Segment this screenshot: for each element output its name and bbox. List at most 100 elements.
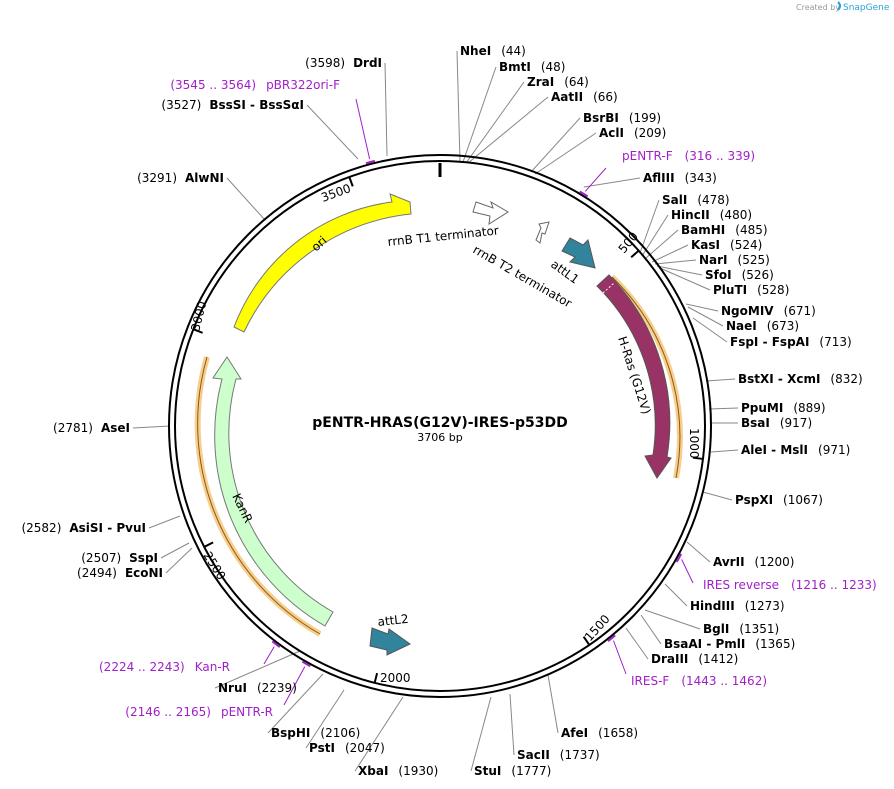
enzyme-site[interactable]: SacII(1737) bbox=[517, 748, 600, 762]
enzyme-site[interactable]: NgoMIV(671) bbox=[721, 304, 816, 318]
enzyme-site[interactable]: PspXI(1067) bbox=[735, 493, 823, 507]
enzyme-leader bbox=[456, 50, 461, 163]
primer-site[interactable]: pENTR-F (316 .. 339) bbox=[622, 149, 755, 163]
enzyme-site[interactable]: BsrBI(199) bbox=[583, 111, 661, 125]
enzyme-name: AflIII bbox=[643, 171, 675, 185]
feature-kanr[interactable]: KanR bbox=[212, 356, 334, 627]
enzyme-site[interactable]: ZraI(64) bbox=[527, 75, 589, 89]
enzyme-site[interactable]: BssSI - BssSαI(3527) bbox=[161, 98, 304, 112]
enzyme-name: XbaI bbox=[358, 764, 388, 778]
primer-name: pENTR-F bbox=[622, 149, 673, 163]
enzyme-leader bbox=[306, 104, 359, 160]
enzyme-leader bbox=[160, 542, 190, 559]
rrnb-t1-arrow bbox=[472, 200, 509, 225]
enzyme-name: KasI bbox=[691, 238, 720, 252]
enzyme-site[interactable]: BstXI - XcmI(832) bbox=[738, 372, 863, 386]
enzyme-leader bbox=[226, 177, 266, 221]
enzyme-site[interactable]: AclI(209) bbox=[599, 126, 666, 140]
primer-site[interactable]: pBR322ori-F(3545 .. 3564) bbox=[170, 78, 340, 92]
enzyme-site[interactable]: NarI(525) bbox=[699, 253, 770, 267]
enzyme-site[interactable]: AvrII(1200) bbox=[713, 555, 794, 569]
enzyme-site[interactable]: AatII(66) bbox=[551, 90, 618, 104]
enzyme-site[interactable]: BglI (1351) bbox=[703, 622, 779, 636]
feature-attl1[interactable]: attL1 bbox=[548, 237, 596, 287]
backbone-outer bbox=[168, 154, 712, 698]
tick-label: 2500 bbox=[200, 549, 228, 582]
enzyme-site[interactable]: KasI(524) bbox=[691, 238, 762, 252]
enzyme-site[interactable]: PluTI(528) bbox=[713, 283, 789, 297]
primer-site[interactable]: Kan-R(2224 .. 2243) bbox=[99, 660, 230, 674]
enzyme-site[interactable]: SalI(478) bbox=[662, 193, 730, 207]
enzyme-site[interactable]: DraIII(1412) bbox=[651, 652, 738, 666]
tick-mark bbox=[692, 456, 704, 460]
enzyme-leader bbox=[305, 689, 345, 749]
enzyme-leader bbox=[625, 627, 649, 660]
attl1-arrow bbox=[561, 237, 596, 269]
enzyme-name: HincII bbox=[671, 208, 710, 222]
enzyme-site[interactable]: XbaI(1930) bbox=[358, 764, 438, 778]
enzyme-site[interactable]: DrdI(3598) bbox=[305, 56, 382, 70]
enzyme-position: (2507) bbox=[81, 551, 121, 565]
enzyme-site[interactable]: PpuMI(889) bbox=[741, 401, 826, 415]
plasmid-name: pENTR-HRAS(G12V)-IRES-p53DD bbox=[312, 415, 567, 431]
enzyme-position: (1777) bbox=[511, 764, 551, 778]
enzyme-site[interactable]: BmtI(48) bbox=[499, 60, 566, 74]
primer-site[interactable]: pENTR-R(2146 .. 2165) bbox=[125, 705, 273, 719]
tick-mark bbox=[373, 672, 379, 684]
enzyme-leader bbox=[659, 267, 711, 291]
enzyme-name: BspHI bbox=[271, 726, 310, 740]
enzyme-site[interactable]: AseI(2781) bbox=[53, 421, 130, 435]
enzyme-site[interactable]: StuI(1777) bbox=[474, 764, 551, 778]
enzyme-site[interactable]: HincII(480) bbox=[671, 208, 752, 222]
primer-site[interactable]: IRES reverse(1216 .. 1233) bbox=[703, 578, 877, 592]
primer-leader bbox=[681, 559, 694, 584]
enzyme-site[interactable]: NaeI(673) bbox=[726, 319, 799, 333]
enzyme-leader bbox=[645, 229, 679, 259]
enzyme-leader bbox=[465, 81, 525, 164]
enzyme-site[interactable]: BspHI(2106) bbox=[271, 726, 360, 740]
primer-range: (316 .. 339) bbox=[685, 149, 755, 163]
enzyme-site[interactable]: FspI - FspAI(713) bbox=[730, 335, 852, 349]
enzyme-leader bbox=[656, 265, 703, 276]
primer-site[interactable]: IRES-F(1443 .. 1462) bbox=[631, 674, 767, 688]
enzyme-site[interactable]: HindIII(1273) bbox=[690, 599, 785, 613]
enzyme-name: SacII bbox=[517, 748, 550, 762]
enzyme-position: (1658) bbox=[598, 726, 638, 740]
enzyme-site[interactable]: EcoNI(2494) bbox=[77, 566, 163, 580]
enzyme-position: (478) bbox=[697, 193, 729, 207]
rrnb-t2-arrow bbox=[535, 221, 550, 244]
enzyme-position: (343) bbox=[685, 171, 717, 185]
feature-hras[interactable]: H-Ras (G12V) bbox=[596, 274, 672, 479]
enzyme-position: (2582) bbox=[21, 521, 61, 535]
enzyme-name: BglI bbox=[703, 622, 729, 636]
enzyme-site[interactable]: BamHI(485) bbox=[681, 223, 768, 237]
enzyme-site[interactable]: SspI(2507) bbox=[81, 551, 158, 565]
enzyme-position: (1351) bbox=[739, 622, 779, 636]
attl2-label: attL2 bbox=[377, 612, 409, 629]
feature-attl2[interactable]: attL2 bbox=[369, 612, 411, 656]
enzyme-position: (64) bbox=[564, 75, 589, 89]
primer-leader bbox=[584, 167, 607, 192]
tick-label: 3000 bbox=[188, 300, 209, 333]
enzyme-site[interactable]: NruI(2239) bbox=[218, 681, 297, 695]
enzyme-name: NarI bbox=[699, 253, 728, 267]
enzyme-site[interactable]: SfoI(526) bbox=[705, 268, 774, 282]
enzyme-leader bbox=[687, 306, 724, 327]
enzyme-site[interactable]: AsiSI - PvuI(2582) bbox=[21, 521, 146, 535]
enzyme-site[interactable]: AlwNI(3291) bbox=[137, 171, 224, 185]
enzyme-site[interactable]: BsaI(917) bbox=[741, 416, 812, 430]
enzyme-site[interactable]: NheI(44) bbox=[460, 44, 526, 58]
enzyme-name: FspI - FspAI bbox=[730, 335, 809, 349]
primer-mark bbox=[301, 660, 311, 668]
enzyme-site[interactable]: PstI(2047) bbox=[309, 741, 385, 755]
enzyme-name: AvrII bbox=[713, 555, 745, 569]
enzyme-name: NgoMIV bbox=[721, 304, 774, 318]
enzyme-name: HindIII bbox=[690, 599, 735, 613]
enzyme-site[interactable]: AleI - MslI(971) bbox=[741, 443, 850, 457]
enzyme-site[interactable]: AfeI(1658) bbox=[561, 726, 638, 740]
enzyme-site[interactable]: AflIII (343) bbox=[643, 171, 717, 185]
enzyme-leader bbox=[702, 491, 733, 501]
enzyme-site[interactable]: BsaAI - PmlI(1365) bbox=[664, 637, 795, 651]
enzyme-leader bbox=[640, 614, 662, 645]
enzyme-leader bbox=[267, 673, 324, 734]
